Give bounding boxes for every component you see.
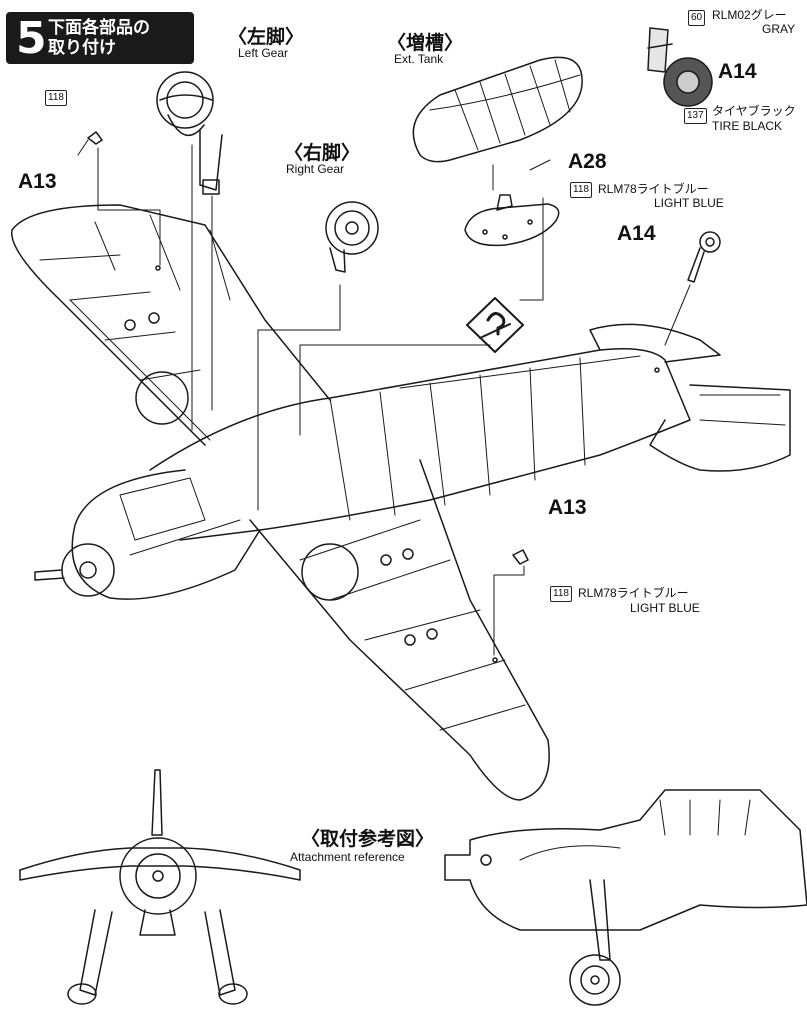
- paint-rlm02-jp: RLM02グレー: [712, 8, 787, 22]
- part-a13-top: A13: [18, 170, 57, 193]
- paint-rlm78-a28-en: LIGHT BLUE: [654, 196, 724, 210]
- paint-code-a13-top: 118: [45, 90, 67, 106]
- tailwheel-paint-ref: [647, 27, 713, 107]
- paint-code-rlm78-a28: 118: [570, 182, 592, 198]
- paint-rlm78-a13-en: LIGHT BLUE: [630, 601, 700, 615]
- paint-code-rlm78-a13: 118: [550, 586, 572, 602]
- paint-rlm02-en: GRAY: [762, 22, 796, 36]
- a13-part-right: [512, 549, 529, 565]
- side-view-reference: [444, 789, 807, 1006]
- attach-ref-label-en: Attachment reference: [290, 850, 405, 864]
- step-title: 下面各部品の 取り付け: [48, 18, 150, 58]
- tank-mount-a28: [464, 194, 560, 247]
- left-gear-label-jp: 〈左脚〉: [228, 27, 305, 48]
- right-gear-part: [325, 201, 379, 273]
- ext-tank-label-en: Ext. Tank: [394, 52, 444, 66]
- right-gear-label-jp: 〈右脚〉: [284, 143, 361, 164]
- paint-tire-jp: タイヤブラック: [712, 104, 796, 118]
- part-a14-top: A14: [718, 60, 757, 83]
- a13-part-top: [87, 131, 103, 145]
- front-view-reference: [19, 769, 301, 1005]
- paint-code-rlm02: 60: [688, 10, 706, 26]
- attach-ref-label-jp: 〈取付参考図〉: [301, 829, 435, 850]
- part-a13-right: A13: [548, 496, 587, 519]
- right-gear-label-en: Right Gear: [286, 162, 345, 176]
- paint-rlm78-a28-jp: RLM78ライトブルー: [598, 182, 709, 196]
- flip-direction-icon: [466, 297, 524, 353]
- tailwheel-a14: [687, 231, 721, 283]
- ext-tank-label-jp: 〈増槽〉: [387, 33, 464, 54]
- step-number: 5: [16, 13, 47, 64]
- ext-tank-part: [412, 56, 583, 163]
- step-header: 5 下面各部品の 取り付け: [6, 12, 194, 64]
- leader-lines: [77, 139, 691, 656]
- left-gear-label-en: Left Gear: [238, 46, 289, 60]
- aircraft-underside: [11, 204, 791, 801]
- part-a14-mid: A14: [617, 222, 656, 245]
- part-a28: A28: [568, 150, 607, 173]
- paint-code-tire: 137: [684, 108, 707, 124]
- paint-tire-en: TIRE BLACK: [712, 119, 783, 133]
- paint-rlm78-a13-jp: RLM78ライトブルー: [578, 586, 689, 600]
- left-gear-part: [156, 71, 223, 195]
